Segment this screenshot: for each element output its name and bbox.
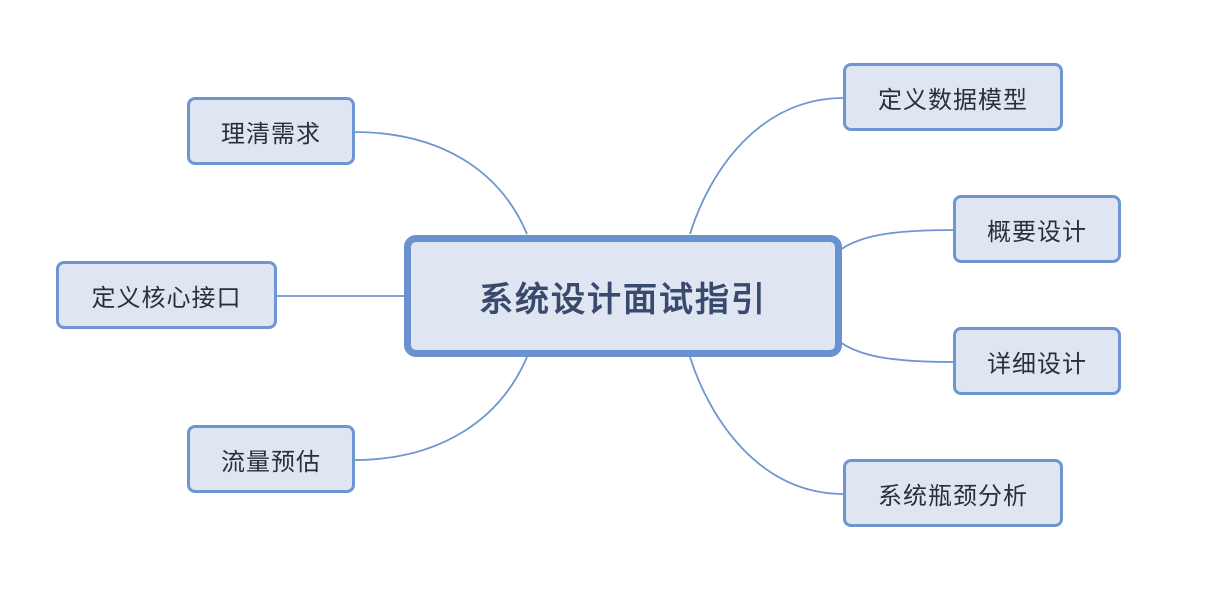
- central-topic[interactable]: 系统设计面试指引: [404, 235, 842, 357]
- topic-core-interface[interactable]: 定义核心接口: [56, 261, 277, 329]
- topic-detailed-design[interactable]: 详细设计: [953, 327, 1121, 395]
- topic-data-model[interactable]: 定义数据模型: [843, 63, 1063, 131]
- connector-bottleneck-analysis: [689, 356, 845, 495]
- connector-detailed-design: [839, 341, 955, 363]
- topic-high-level-design[interactable]: 概要设计: [953, 195, 1121, 263]
- connector-high-level-design: [839, 229, 955, 251]
- connector-data-model: [689, 97, 845, 235]
- connector-traffic-estimate: [353, 356, 528, 461]
- topic-traffic-estimate[interactable]: 流量预估: [187, 425, 355, 493]
- topic-requirements[interactable]: 理清需求: [187, 97, 355, 165]
- topic-bottleneck-analysis[interactable]: 系统瓶颈分析: [843, 459, 1063, 527]
- connector-requirements: [353, 131, 528, 235]
